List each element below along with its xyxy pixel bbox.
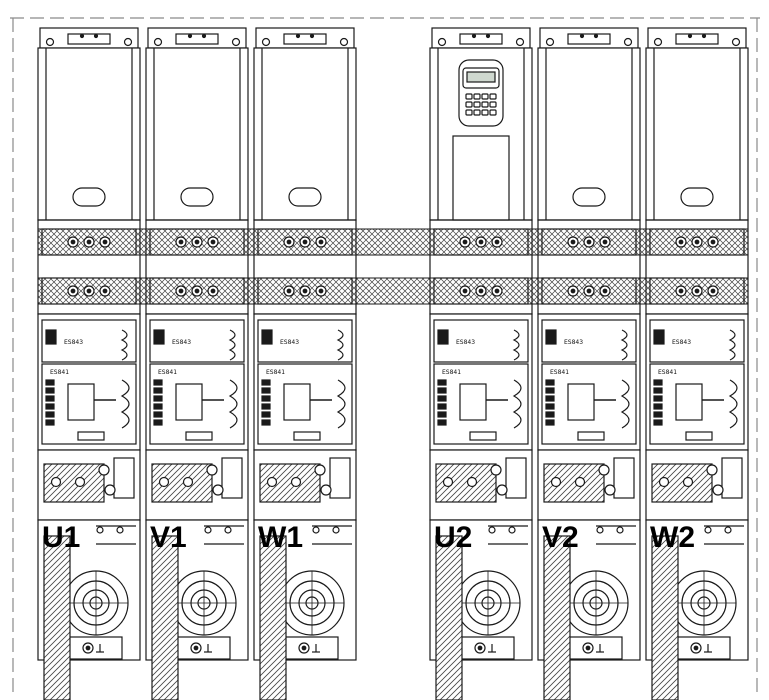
phase-label-v1: V1 [150, 521, 187, 554]
board-lower-label: ES841 [442, 369, 461, 376]
output-cable [259, 535, 287, 700]
upper-busbar-tab [433, 228, 529, 256]
lower-busbar-tab [433, 277, 529, 305]
top-bracket [647, 27, 747, 49]
output-cable [543, 535, 571, 700]
phase-label-u2: U2 [434, 521, 473, 554]
control-board-lower: ES841 [149, 363, 245, 445]
control-board-lower: ES841 [433, 363, 529, 445]
output-cable [435, 535, 463, 700]
top-bracket [431, 27, 531, 49]
ground-bracket [565, 636, 623, 660]
upper-busbar-tab [41, 228, 137, 256]
control-board-upper: ES843 [149, 319, 245, 363]
handle-slot [72, 187, 106, 207]
output-cable [151, 535, 179, 700]
busbars [37, 228, 749, 305]
phase-label-u1: U1 [42, 521, 81, 554]
top-bracket [539, 27, 639, 49]
lower-busbar [37, 277, 749, 305]
control-board-upper: ES843 [541, 319, 637, 363]
board-lower-label: ES841 [266, 369, 285, 376]
board-lower-label: ES841 [550, 369, 569, 376]
control-board-lower: ES841 [257, 363, 353, 445]
board-lower-label: ES841 [50, 369, 69, 376]
output-cable [651, 535, 679, 700]
lower-busbar-tab [149, 277, 245, 305]
handle-slot [288, 187, 322, 207]
board-upper-label: ES843 [564, 339, 583, 346]
upper-busbar-tab [149, 228, 245, 256]
upper-busbar [37, 228, 749, 256]
keypad-display [458, 59, 504, 127]
board-lower-label: ES841 [158, 369, 177, 376]
ground-bracket [457, 636, 515, 660]
phase-label-v2: V2 [542, 521, 579, 554]
cooling-fan [455, 570, 521, 636]
control-board-upper: ES843 [649, 319, 745, 363]
board-upper-label: ES843 [456, 339, 475, 346]
upper-busbar-tab [649, 228, 745, 256]
board-upper-label: ES843 [64, 339, 83, 346]
ground-bracket [673, 636, 731, 660]
handle-slot [572, 187, 606, 207]
cooling-fan [563, 570, 629, 636]
board-upper-label: ES843 [172, 339, 191, 346]
top-bracket [39, 27, 139, 49]
top-bracket [255, 27, 355, 49]
control-board-lower: ES841 [649, 363, 745, 445]
phase-label-w2: W2 [650, 521, 695, 554]
control-board-upper: ES843 [433, 319, 529, 363]
control-board-lower: ES841 [41, 363, 137, 445]
cooling-fan [63, 570, 129, 636]
upper-busbar-tab [257, 228, 353, 256]
ground-bracket [281, 636, 339, 660]
board-upper-label: ES843 [672, 339, 691, 346]
upper-busbar-tab [541, 228, 637, 256]
cooling-fan [171, 570, 237, 636]
display-recess [452, 135, 510, 221]
cooling-fan [671, 570, 737, 636]
cooling-fan [279, 570, 345, 636]
control-board-upper: ES843 [257, 319, 353, 363]
lower-busbar-tab [649, 277, 745, 305]
output-cable [43, 535, 71, 700]
handle-slot [180, 187, 214, 207]
handle-slot [680, 187, 714, 207]
top-bracket [147, 27, 247, 49]
control-board-lower: ES841 [541, 363, 637, 445]
ground-bracket [65, 636, 123, 660]
ground-bracket [173, 636, 231, 660]
lower-busbar-tab [41, 277, 137, 305]
control-board-upper: ES843 [41, 319, 137, 363]
lower-busbar-tab [541, 277, 637, 305]
lower-busbar-tab [257, 277, 353, 305]
enclosure-border [10, 17, 760, 695]
board-upper-label: ES843 [280, 339, 299, 346]
phase-label-w1: W1 [258, 521, 303, 554]
board-lower-label: ES841 [658, 369, 677, 376]
